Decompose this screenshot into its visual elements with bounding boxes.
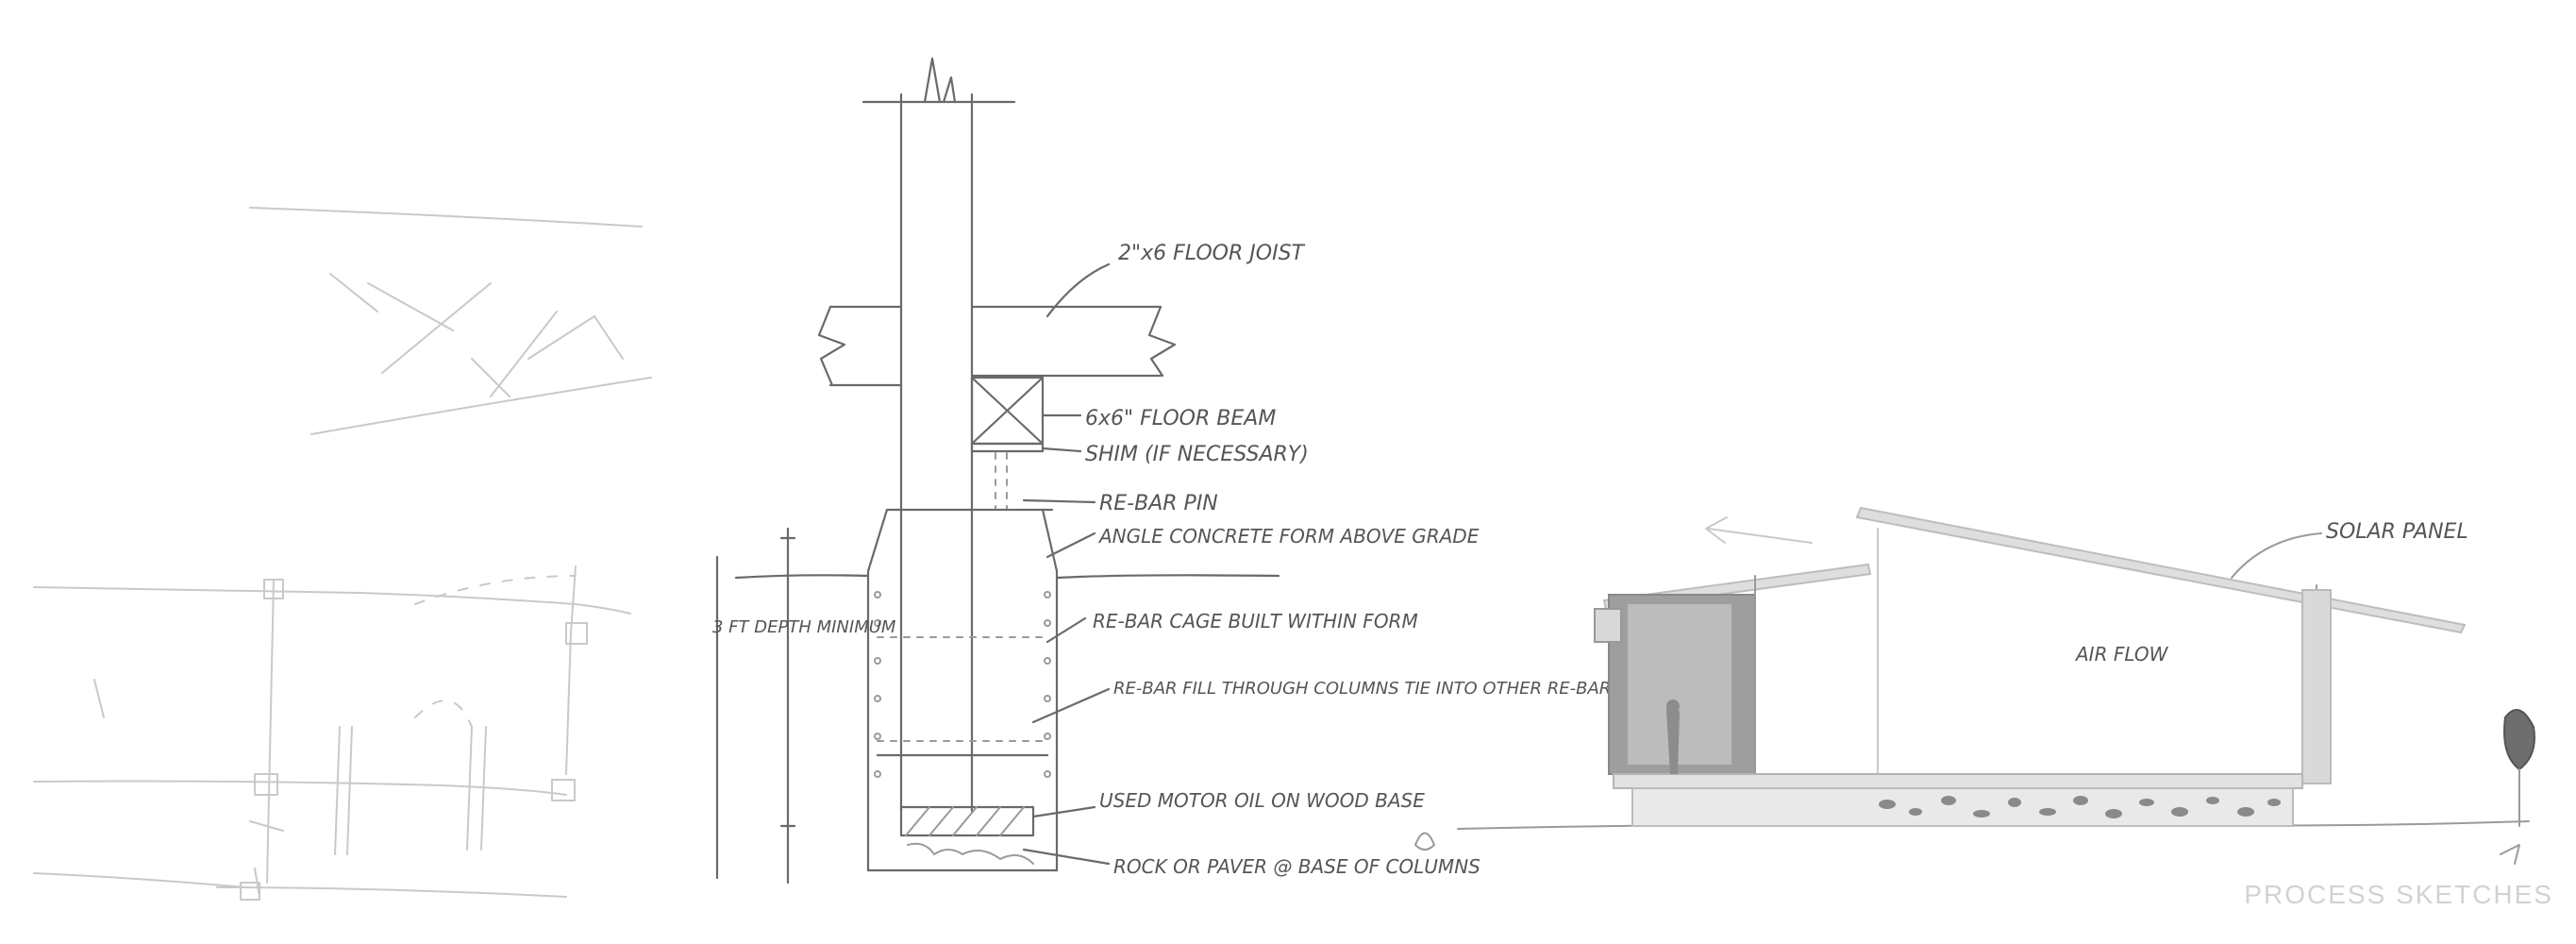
caption: PROCESS SKETCHES [2244,880,2553,909]
column-footing-section [715,57,1280,885]
air-flow-label: AIR FLOW [2074,643,2169,666]
solar-panel-label: SOLAR PANEL [2326,520,2468,544]
faint-perspective-sketch [249,207,652,435]
depth-label: 3 FT DEPTH MINIMUM [712,617,896,637]
shim-label: SHIM (IF NECESSARY) [1085,443,1309,466]
form-label: ANGLE CONCRETE FORM ABOVE GRADE [1097,525,1480,548]
building-elevation [1414,506,2535,865]
rebar-pin-label: RE-BAR PIN [1099,492,1218,515]
faint-structure-grid-sketch [33,565,631,901]
cage-label: RE-BAR CAGE BUILT WITHIN FORM [1093,610,1418,632]
elevation-annotations: SOLAR PANEL AIR FLOW [2074,520,2468,666]
base-label: USED MOTOR OIL ON WOOD BASE [1099,789,1425,812]
beam-label: 6x6" FLOOR BEAM [1085,407,1276,430]
section-annotations: 2"x6 FLOOR JOIST 6x6" FLOOR BEAM SHIM (I… [712,242,1664,878]
joist-label: 2"x6 FLOOR JOIST [1118,242,1306,265]
rock-label: ROCK OR PAVER @ BASE OF COLUMNS [1113,855,1480,878]
fill-label: RE-BAR FILL THROUGH COLUMNS TIE INTO OTH… [1113,679,1664,699]
